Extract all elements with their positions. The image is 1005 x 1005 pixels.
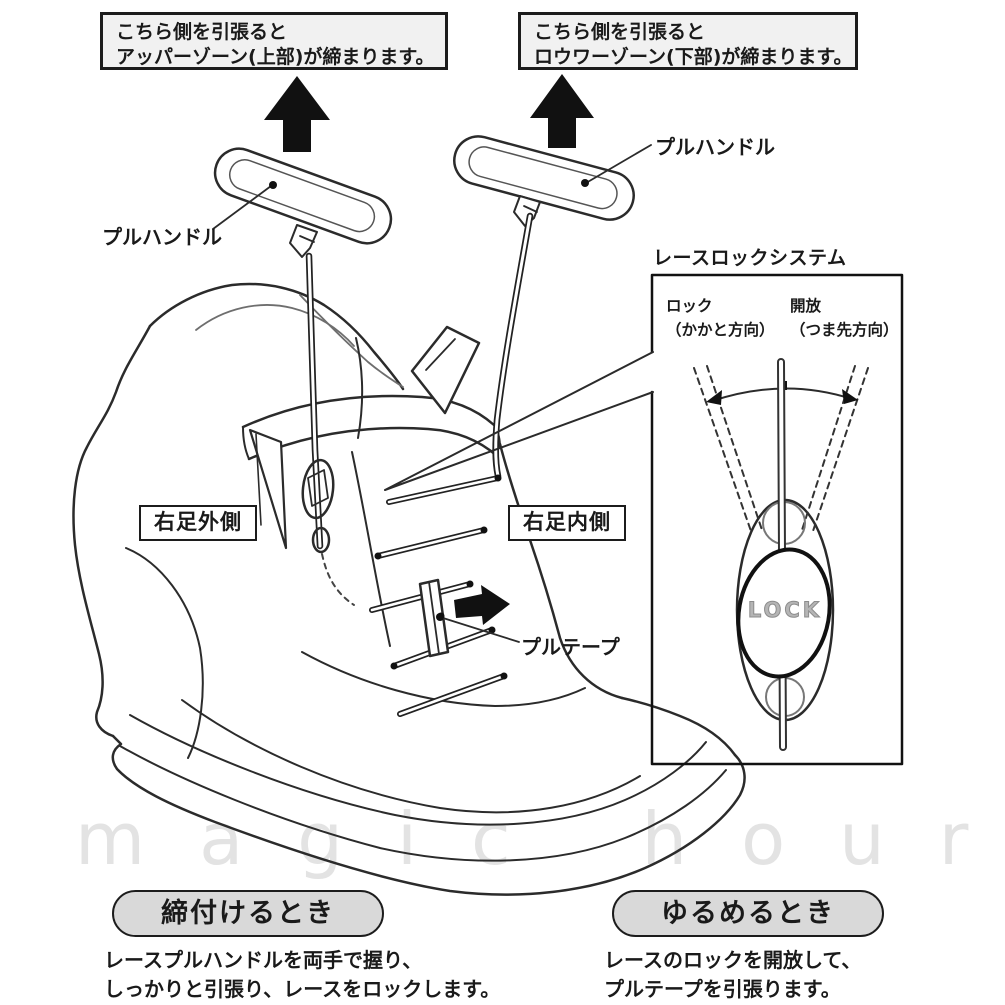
note-lower-zone: こちら側を引張ると ロウワーゾーン(下部)が締まります。 bbox=[518, 12, 858, 70]
lock-direction-label: ロック （かかと方向） bbox=[666, 294, 775, 342]
lace-lock-diagram bbox=[384, 273, 904, 766]
note-upper-line1: こちら側を引張ると bbox=[116, 21, 288, 43]
release-direction-label: 開放 （つま先方向） bbox=[790, 294, 899, 342]
release-label: 開放 bbox=[790, 297, 822, 315]
pull-handle-right-label: プルハンドル bbox=[655, 135, 775, 159]
note-upper-line2: アッパーゾーン(上部)が締まります。 bbox=[116, 46, 435, 68]
tighten-instructions: レースプルハンドルを両手で握り、 しっかりと引張り、レースをロックします。 bbox=[104, 946, 500, 1004]
note-lower-line1: こちら側を引張ると bbox=[534, 21, 706, 43]
right-foot-outside-label: 右足外側 bbox=[139, 505, 257, 541]
pull-tape-label: プルテープ bbox=[521, 635, 620, 659]
pull-tape-arrow-icon bbox=[454, 585, 510, 625]
tighten-heading: 締付けるとき bbox=[112, 890, 384, 937]
release-direction: （つま先方向） bbox=[790, 321, 899, 339]
note-upper-zone: こちら側を引張ると アッパーゾーン(上部)が締まります。 bbox=[100, 12, 448, 70]
boot-illustration bbox=[72, 282, 746, 896]
lace-lock-title: レースロックシステム bbox=[653, 247, 847, 269]
loosen-instructions: レースのロックを開放して、 プルテープを引張ります。 bbox=[604, 946, 861, 1004]
up-arrow-left-icon bbox=[264, 76, 330, 152]
pull-handle-left-label: プルハンドル bbox=[102, 225, 222, 249]
pull-handle-right bbox=[453, 135, 635, 227]
lock-direction: （かかと方向） bbox=[666, 321, 775, 339]
leader-lines bbox=[212, 144, 652, 643]
lock-engraving: LOCK bbox=[747, 598, 823, 623]
loosen-heading: ゆるめるとき bbox=[612, 890, 884, 937]
pull-handle-left bbox=[213, 147, 393, 258]
lock-label: ロック bbox=[666, 297, 713, 315]
up-arrow-right-icon bbox=[530, 74, 594, 148]
note-lower-line2: ロウワーゾーン(下部)が締まります。 bbox=[534, 46, 853, 68]
laces bbox=[301, 212, 534, 717]
loosen-line2: プルテープを引張ります。 bbox=[604, 977, 841, 1001]
pull-tape bbox=[418, 578, 450, 658]
tighten-line1: レースプルハンドルを両手で握り、 bbox=[104, 948, 423, 972]
loosen-line1: レースのロックを開放して、 bbox=[604, 948, 862, 972]
tighten-line2: しっかりと引張り、レースをロックします。 bbox=[104, 977, 501, 1001]
right-foot-inside-label: 右足内側 bbox=[508, 505, 626, 541]
